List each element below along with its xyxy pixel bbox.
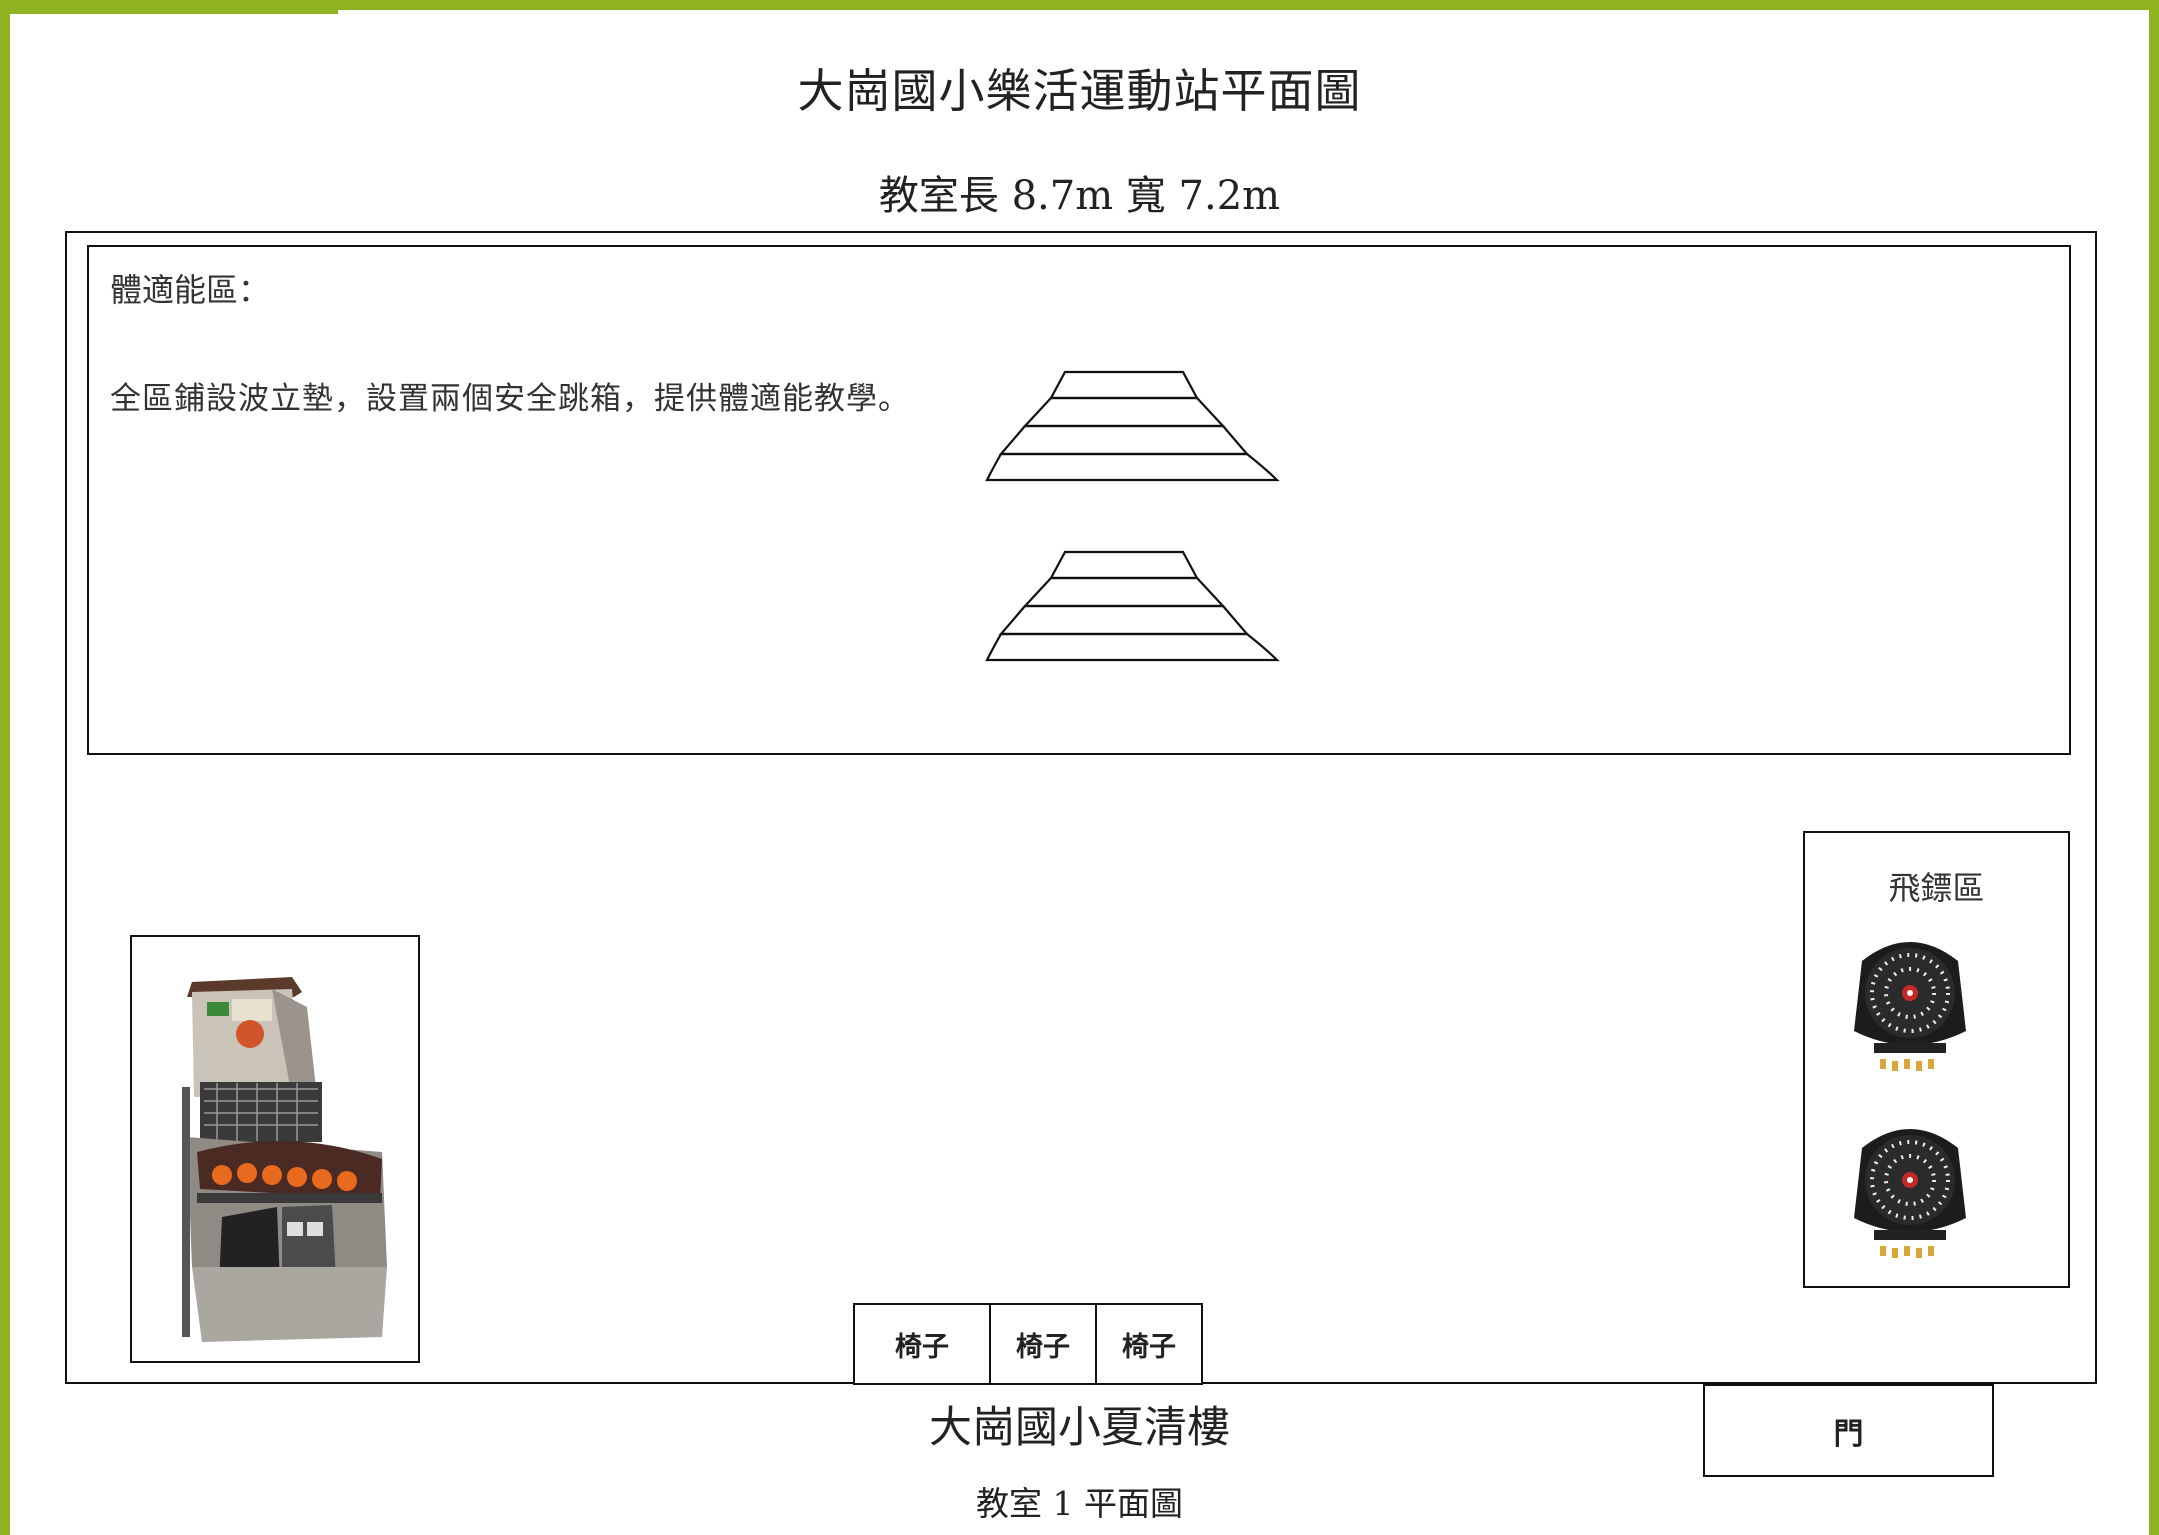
room-dimensions: 教室長 8.7m 寬 7.2m bbox=[878, 173, 1281, 219]
dart-zone: 飛鏢區 bbox=[1803, 831, 2070, 1288]
vaulting-box-icon bbox=[985, 370, 1280, 485]
dartboard-icon bbox=[1854, 1129, 1966, 1258]
chair-label: 椅子 bbox=[1095, 1305, 1201, 1383]
dartboard-icon bbox=[1854, 942, 1966, 1071]
chair-label: 椅子 bbox=[895, 1331, 949, 1363]
chair-label: 椅子 bbox=[989, 1305, 1095, 1383]
fitness-zone-label: 體適能區： bbox=[110, 271, 271, 309]
diagram-caption: 教室 1 平面圖 bbox=[976, 1484, 1183, 1523]
chairs-row: 椅子 椅子 椅子 bbox=[853, 1303, 1203, 1385]
basketball-arcade-machine-icon bbox=[182, 977, 387, 1342]
building-name: 大崗國小夏清樓 bbox=[929, 1403, 1230, 1453]
diagram-title: 大崗國小樂活運動站平面圖 bbox=[797, 64, 1362, 118]
fitness-zone bbox=[87, 245, 2071, 755]
dart-zone-label: 飛鏢區 bbox=[1888, 869, 1985, 907]
fitness-zone-description: 全區鋪設波立墊，設置兩個安全跳箱，提供體適能教學。 bbox=[110, 381, 910, 417]
vaulting-box-icon bbox=[985, 550, 1280, 665]
corner-tab bbox=[0, 0, 338, 14]
door-label: 門 bbox=[1703, 1384, 1994, 1477]
basketball-machine-box bbox=[130, 935, 420, 1363]
